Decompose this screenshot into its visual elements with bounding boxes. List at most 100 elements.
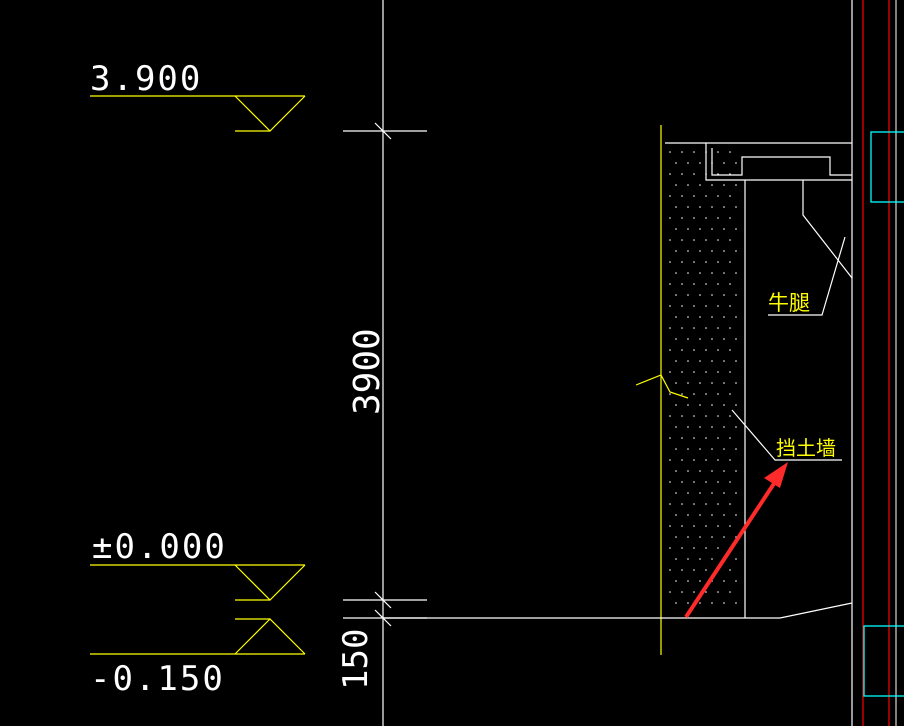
hatch-dot: [699, 448, 701, 450]
hatch-dot: [723, 426, 725, 428]
hatch-dot: [687, 184, 689, 186]
hatch-dot: [693, 349, 695, 351]
hatch-dot: [705, 393, 707, 395]
hatch-dot: [669, 393, 671, 395]
hatch-dot: [669, 437, 671, 439]
hatch-dot: [693, 459, 695, 461]
hatch-dot: [729, 327, 731, 329]
hatch-dot: [705, 239, 707, 241]
hatch-dot: [735, 514, 737, 516]
hatch-dot: [669, 481, 671, 483]
hatch-dot: [729, 415, 731, 417]
hatch-dot: [699, 470, 701, 472]
hatch-dot: [693, 195, 695, 197]
column-section-bottom[interactable]: [863, 625, 904, 697]
hatch-dot: [687, 162, 689, 164]
hatch-dot: [669, 239, 671, 241]
hatch-dot: [699, 250, 701, 252]
hatch-dot: [681, 459, 683, 461]
hatch-dot: [729, 437, 731, 439]
elevation-marker-top: 3.900: [90, 59, 306, 132]
hatch-dot: [729, 459, 731, 461]
hatch-dot: [669, 305, 671, 307]
hatch-dot: [693, 305, 695, 307]
hatch-dot: [729, 305, 731, 307]
hatch-dot: [681, 503, 683, 505]
hatch-dot: [705, 591, 707, 593]
hatch-dot: [729, 283, 731, 285]
hatch-dot: [693, 569, 695, 571]
hatch-dot: [669, 459, 671, 461]
hatch-dot: [711, 514, 713, 516]
hatch-dot: [705, 195, 707, 197]
corbel-leader: [768, 236, 846, 316]
hatch-dot: [705, 525, 707, 527]
hatch-dot: [675, 250, 677, 252]
hatch-dot: [687, 514, 689, 516]
hatch-dot: [711, 404, 713, 406]
retaining-wall-leader: [731, 409, 842, 461]
beam-corbel[interactable]: 牛腿: [665, 142, 853, 316]
hatch-dot: [675, 228, 677, 230]
dimension-tick-middle: [374, 591, 392, 609]
hatch-dot: [735, 206, 737, 208]
hatch-dot: [711, 338, 713, 340]
hatch-dot: [723, 514, 725, 516]
retaining-wall-body: [663, 143, 745, 618]
dimension-offset-text: 150: [336, 629, 376, 690]
hatch-dot: [681, 151, 683, 153]
hatch-dot: [711, 294, 713, 296]
hatch-dot: [735, 492, 737, 494]
hatch-dot: [705, 349, 707, 351]
hatch-dot: [675, 338, 677, 340]
hatch-dot: [723, 602, 725, 604]
hatch-dot: [669, 591, 671, 593]
elevation-marker-zero: ±0.000: [90, 527, 306, 601]
hatch-dot: [723, 492, 725, 494]
wall-break-line: [635, 374, 689, 399]
column-section-top[interactable]: [870, 131, 904, 203]
hatch-dot: [711, 470, 713, 472]
hatch-dot: [705, 327, 707, 329]
beam-inner-outline: [711, 148, 852, 176]
hatch-dot: [687, 580, 689, 582]
hatch-dot: [681, 591, 683, 593]
hatch-dot: [687, 558, 689, 560]
hatch-dot: [687, 272, 689, 274]
hatch-dot: [723, 470, 725, 472]
hatch-dot: [693, 437, 695, 439]
hatch-dot: [723, 536, 725, 538]
highlight-arrow: [684, 462, 788, 619]
hatch-dot: [723, 448, 725, 450]
hatch-dot: [687, 470, 689, 472]
hatch-dot: [699, 162, 701, 164]
hatch-dot: [693, 283, 695, 285]
hatch-dot: [687, 426, 689, 428]
retaining-wall[interactable]: [635, 125, 746, 655]
hatch-dot: [681, 481, 683, 483]
hatch-dot: [675, 404, 677, 406]
hatch-dot: [717, 283, 719, 285]
hatch-dot: [675, 162, 677, 164]
hatch-dot: [711, 184, 713, 186]
hatch-dot: [669, 525, 671, 527]
hatch-dot: [717, 481, 719, 483]
hatch-dot: [687, 206, 689, 208]
hatch-dot: [675, 382, 677, 384]
hatch-dot: [699, 536, 701, 538]
hatch-dot: [675, 470, 677, 472]
hatch-dot: [723, 294, 725, 296]
hatch-dot: [711, 492, 713, 494]
hatch-dot: [711, 206, 713, 208]
hatch-dot: [687, 250, 689, 252]
retaining-wall-label: 挡土墙: [776, 436, 836, 460]
hatch-dot: [693, 239, 695, 241]
hatch-dot: [693, 503, 695, 505]
retaining-wall-annotation: 挡土墙: [731, 409, 842, 461]
hatch-dot: [699, 602, 701, 604]
hatch-dot: [669, 217, 671, 219]
hatch-dot: [735, 272, 737, 274]
hatch-dot: [693, 371, 695, 373]
hatch-dot: [675, 448, 677, 450]
